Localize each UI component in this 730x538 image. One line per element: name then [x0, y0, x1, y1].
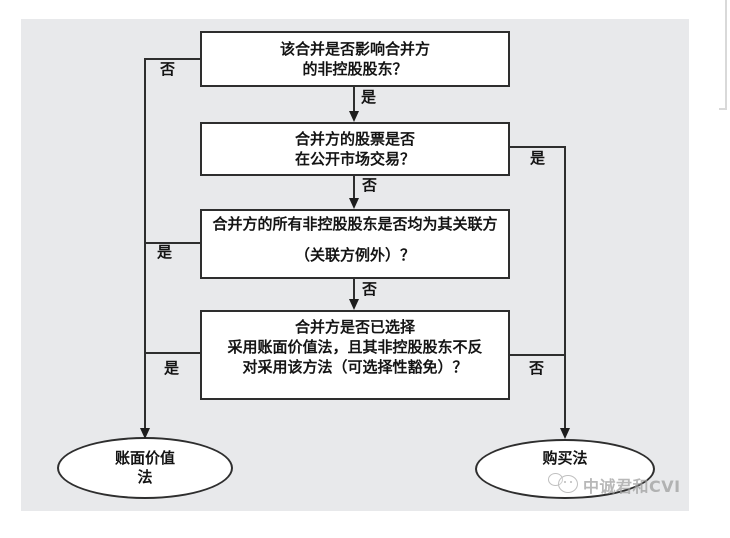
scrollbar-end[interactable] [719, 108, 727, 110]
arrowhead-to-book-value [140, 428, 150, 439]
q3-text-line1: 合并方的所有非控股股东是否均为其关联方 [212, 215, 498, 233]
q4-no-connector [509, 354, 565, 356]
terminal-book-value-method: 账面价值 法 [57, 437, 233, 499]
right-rail-line [564, 146, 566, 429]
q2-text-line2: 在公开市场交易？ [294, 150, 415, 168]
q3-text-line2: （关联方例外）？ [294, 246, 415, 264]
scrollbar[interactable] [725, 0, 727, 110]
decision-box-q2: 合并方的股票是否 在公开市场交易？ [200, 122, 510, 176]
watermark: 中诚君和CVI [545, 466, 705, 500]
q1-text-line1: 该合并是否影响合并方 [279, 40, 430, 58]
q2-text-line1: 合并方的股票是否 [294, 130, 415, 148]
edge-label-q3-yes: 是 [157, 243, 173, 261]
q4-yes-connector [144, 352, 200, 354]
q4-text-line3: 对采用该方法（可选择性豁免）？ [242, 358, 468, 376]
q3-yes-connector [144, 242, 200, 244]
decision-box-q4: 合并方是否已选择 采用账面价值法，且其非控股股东不反 对采用该方法（可选择性豁免… [200, 310, 510, 400]
q4-text-line1: 合并方是否已选择 [294, 318, 415, 336]
q1-no-connector [144, 58, 200, 60]
decision-box-q1: 该合并是否影响合并方 的非控股股东？ [200, 31, 510, 87]
edge-label-q1-yes: 是 [361, 88, 377, 106]
edge-label-q4-yes: 是 [164, 359, 180, 377]
arrowhead-q2-q3 [349, 198, 359, 209]
q4-text-line2: 采用账面价值法，且其非控股股东不反 [227, 338, 483, 356]
edge-label-q1-no: 否 [160, 60, 176, 78]
book-value-text-line2: 法 [137, 468, 153, 486]
decision-box-q3: 合并方的所有非控股股东是否均为其关联方 （关联方例外）？ [200, 209, 510, 279]
edge-label-q2-yes: 是 [530, 149, 546, 167]
q2-yes-connector [509, 146, 565, 148]
edge-label-q4-no: 否 [529, 359, 545, 377]
watermark-text: 中诚君和CVI [583, 477, 681, 496]
edge-label-q3-no: 否 [362, 280, 378, 298]
arrowhead-to-purchase [560, 428, 570, 439]
q2-q3-line [353, 176, 355, 200]
arrowhead-q3-q4 [349, 299, 359, 310]
left-rail-line [144, 59, 146, 429]
purchase-text: 购买法 [542, 448, 588, 467]
edge-label-q2-no: 否 [362, 176, 378, 194]
q1-text-line2: 的非控股股东？ [302, 60, 408, 78]
arrowhead-q1-q2 [349, 111, 359, 122]
q1-q2-line [353, 87, 355, 113]
q3-q4-line [353, 279, 355, 301]
book-value-text-line1: 账面价值 [114, 449, 175, 467]
